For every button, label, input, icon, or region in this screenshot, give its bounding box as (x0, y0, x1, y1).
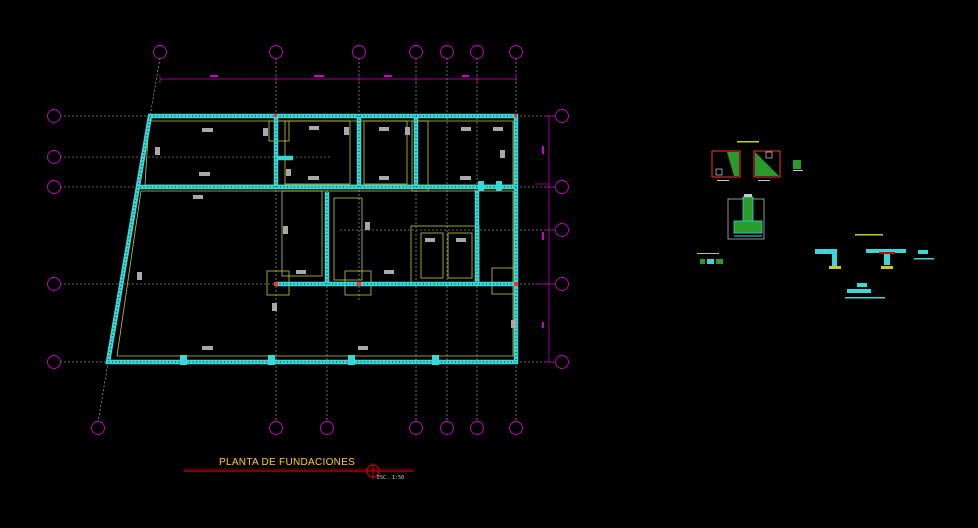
detail-label-left (697, 253, 723, 264)
wall-rebar-dots (107, 115, 517, 363)
grid-bubble-icon (269, 45, 283, 59)
drawing-scale: ESC. 1:50 (377, 475, 405, 481)
grid-bubble-icon (47, 277, 61, 291)
grid-bubble-icon (47, 109, 61, 123)
dimension-labels (210, 75, 544, 328)
foundation-walls (105, 113, 519, 365)
title-block (184, 463, 414, 479)
grid-bubble-icon (555, 180, 569, 194)
grid-bubble-icon (440, 45, 454, 59)
drawing-title: PLANTA DE FUNDACIONES (219, 457, 356, 468)
grid-bubble-icon (555, 109, 569, 123)
grid-bubble-icon (47, 180, 61, 194)
grid-bubble-icon (409, 45, 423, 59)
grid-bubble-icon (470, 45, 484, 59)
grid-bubble-icon (352, 45, 366, 59)
grid-bubble-icon (269, 421, 283, 435)
grid-lines (60, 57, 556, 423)
grid-bubble-icon (153, 45, 167, 59)
grid-bubble-icon (555, 277, 569, 291)
grid-bubble-icon (320, 421, 334, 435)
grid-bubble-icon (91, 421, 105, 435)
column-nodes (274, 114, 518, 286)
section-tags (137, 126, 516, 350)
crosshair-icon (365, 463, 381, 479)
grid-bubbles (47, 45, 569, 435)
grid-bubble-icon (555, 355, 569, 369)
grid-bubble-icon (555, 223, 569, 237)
grid-bubble-icon (509, 421, 523, 435)
grid-bubble-icon (47, 150, 61, 164)
grid-bubble-icon (509, 45, 523, 59)
columns (180, 181, 502, 365)
dimension-lines (159, 75, 553, 363)
detail-wall-joints (815, 234, 934, 299)
grid-bubble-icon (47, 355, 61, 369)
grid-bubble-icon (440, 421, 454, 435)
grid-bubble-icon (470, 421, 484, 435)
grid-bubble-icon (409, 421, 423, 435)
detail-section-b (727, 194, 765, 240)
detail-section-a (711, 141, 803, 181)
